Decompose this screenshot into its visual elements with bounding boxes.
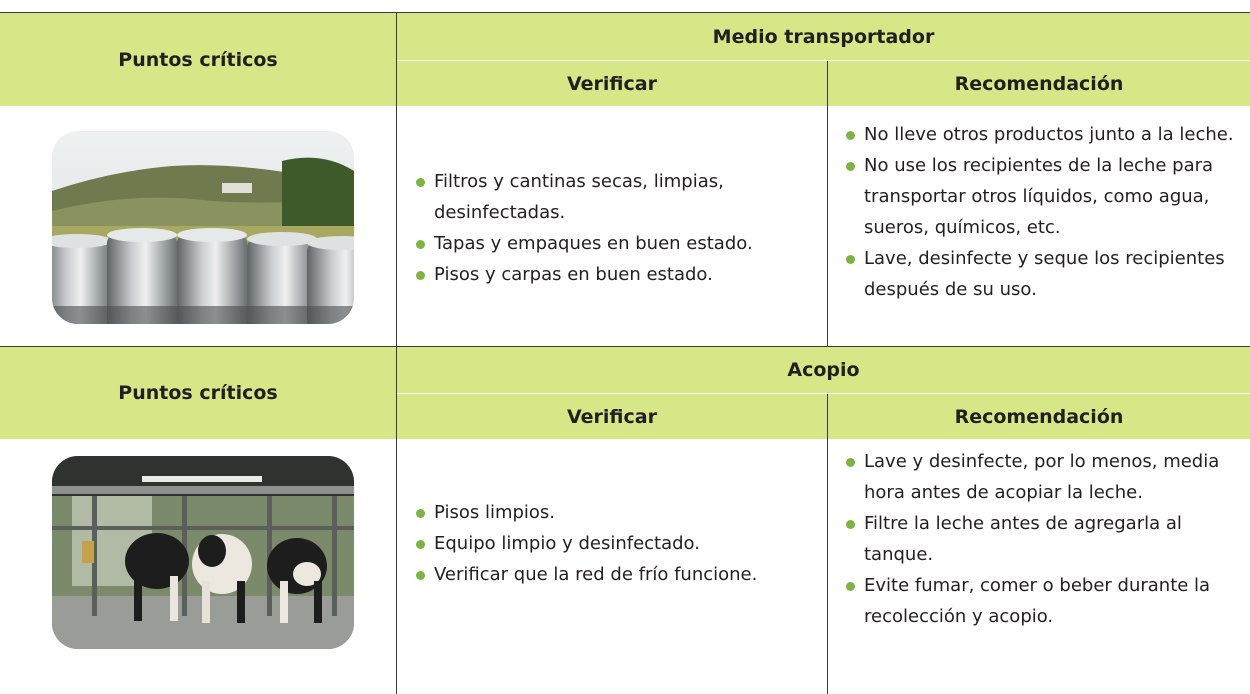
list-item: Filtros y cantinas secas, limpias, desin… xyxy=(416,166,816,228)
top-rule xyxy=(0,12,1250,13)
header-verificar: Verificar xyxy=(397,61,827,106)
header-category: Acopio xyxy=(397,347,1250,393)
column-divider xyxy=(396,12,397,346)
list-item: Evite fumar, comer o beber durante la re… xyxy=(846,570,1244,632)
header-divider xyxy=(396,393,1250,394)
list-item: No lleve otros productos junto a la lech… xyxy=(846,119,1244,150)
header-recomendacion: Recomendación xyxy=(828,394,1250,439)
header-puntos-criticos: Puntos críticos xyxy=(0,347,396,439)
verify-list: Filtros y cantinas secas, limpias, desin… xyxy=(416,166,816,290)
list-item: Pisos limpios. xyxy=(416,497,816,528)
list-item: Tapas y empaques en buen estado. xyxy=(416,228,816,259)
list-item: Pisos y carpas en buen estado. xyxy=(416,259,816,290)
column-divider xyxy=(827,394,828,694)
milk-cans-photo xyxy=(52,131,354,324)
recommend-list: No lleve otros productos junto a la lech… xyxy=(846,119,1244,305)
header-divider xyxy=(396,60,1250,61)
column-divider xyxy=(396,346,397,694)
section-acopio: Puntos críticos Acopio Verificar Recomen… xyxy=(0,346,1250,694)
list-item: Verificar que la red de frío funcione. xyxy=(416,559,816,590)
recommend-list: Lave y desinfecte, por lo menos, media h… xyxy=(846,446,1244,632)
header-recomendacion: Recomendación xyxy=(828,61,1250,106)
milking-parlor-photo xyxy=(52,456,354,649)
section-medio-transportador: Puntos críticos Medio transportador Veri… xyxy=(0,0,1250,346)
list-item: No use los recipientes de la leche para … xyxy=(846,150,1244,243)
list-item: Filtre la leche antes de agregarla al ta… xyxy=(846,508,1244,570)
column-divider xyxy=(827,61,828,346)
list-item: Lave y desinfecte, por lo menos, media h… xyxy=(846,446,1244,508)
list-item: Equipo limpio y desinfectado. xyxy=(416,528,816,559)
header-category: Medio transportador xyxy=(397,13,1250,60)
header-puntos-criticos: Puntos críticos xyxy=(0,13,396,106)
header-verificar: Verificar xyxy=(397,394,827,439)
verify-list: Pisos limpios. Equipo limpio y desinfect… xyxy=(416,497,816,590)
top-rule xyxy=(0,346,1250,347)
list-item: Lave, desinfecte y seque los recipientes… xyxy=(846,243,1244,305)
